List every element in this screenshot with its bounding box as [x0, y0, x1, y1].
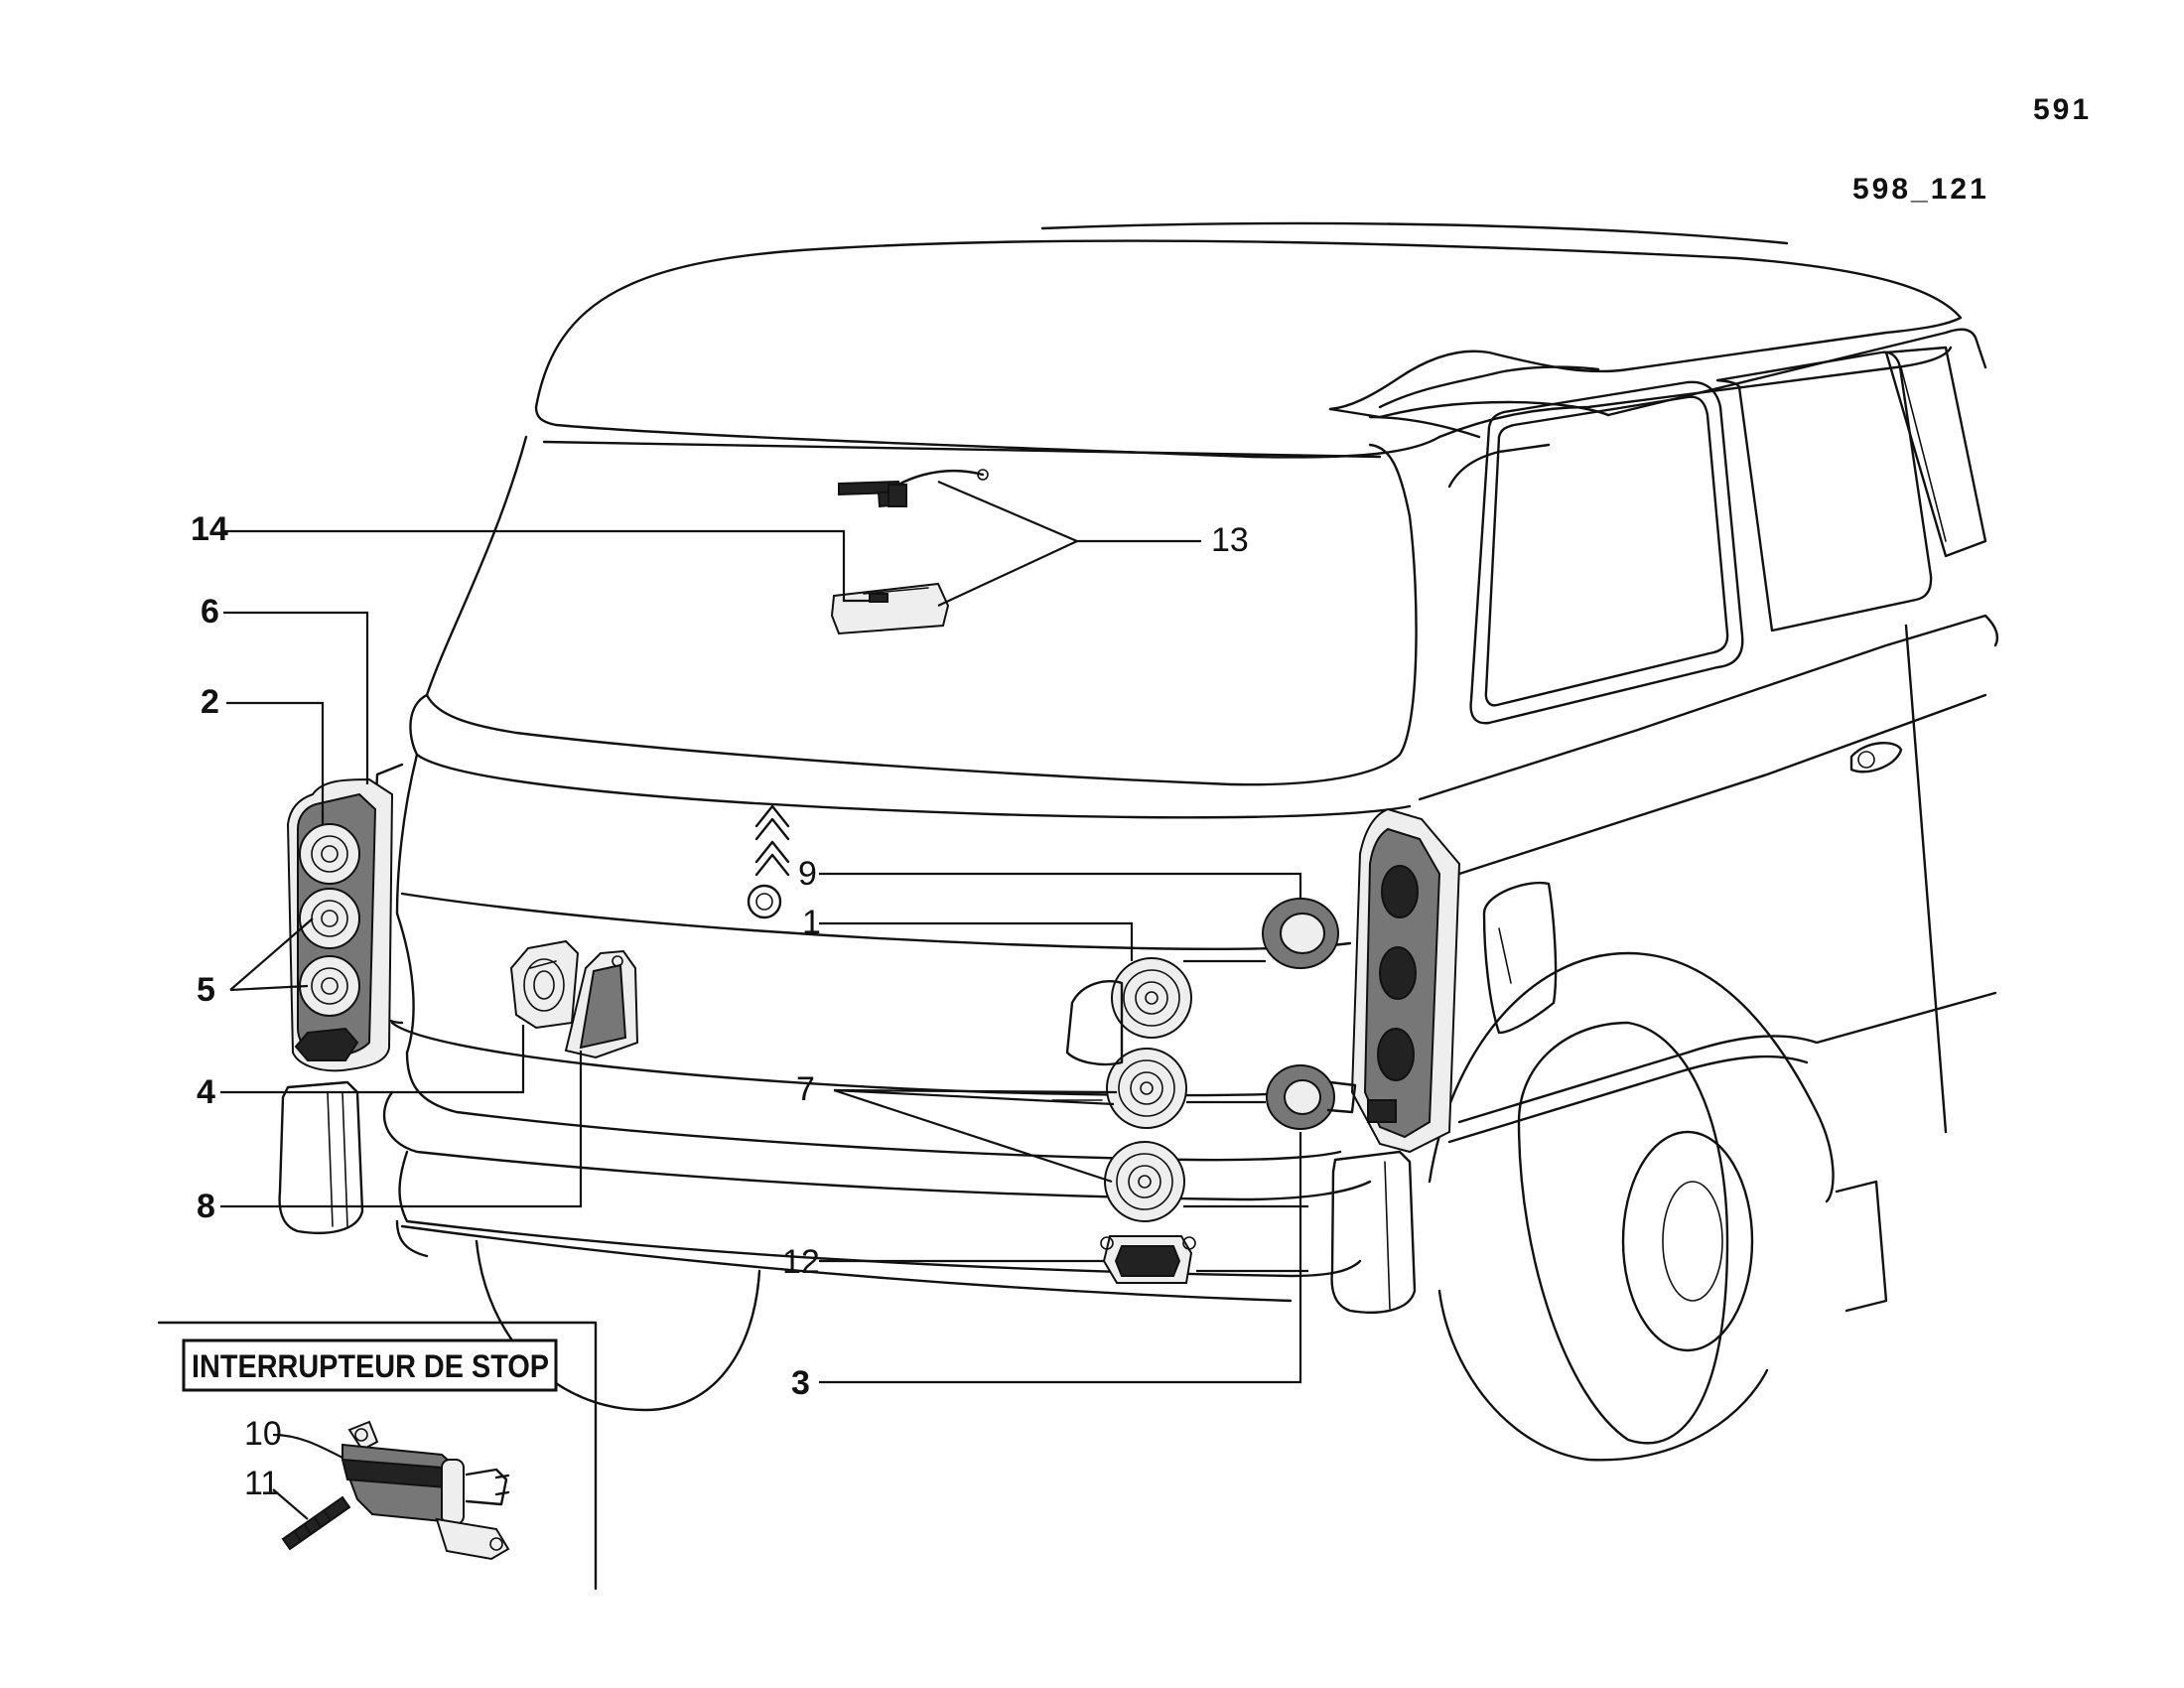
- callout-7: 7: [796, 1070, 815, 1108]
- inset-label-10: 10: [244, 1415, 282, 1453]
- number-plate-lamp: [509, 939, 580, 1030]
- callout-14: 14: [191, 510, 228, 548]
- leader-10: [272, 1433, 343, 1459]
- callout-12: 12: [782, 1243, 820, 1281]
- callout-2: 2: [201, 683, 219, 721]
- chevron-logo: [754, 804, 790, 877]
- reversing-lamp: [564, 949, 639, 1059]
- callout-1: 1: [802, 904, 821, 941]
- lamp-socket: [1266, 1064, 1357, 1130]
- leader-11: [272, 1488, 309, 1520]
- page-number: 591: [2033, 93, 2092, 126]
- indicator-lamp-bracket: [1065, 980, 1124, 1066]
- figure-reference: 598_121: [1852, 173, 1989, 206]
- inset-stop-switch: INTERRUPTEUR DE STOP 10 11: [157, 1321, 598, 1591]
- right-rear-light-cluster: [1350, 807, 1461, 1154]
- inset-title-frame: [182, 1338, 558, 1392]
- inset-title: INTERRUPTEUR DE STOP: [192, 1348, 549, 1384]
- stop-switch: [341, 1420, 510, 1561]
- leader-lines: [220, 480, 1308, 1384]
- callout-9: 9: [798, 855, 817, 893]
- boot-lock-emblem: [747, 884, 782, 919]
- left-rear-light-cluster: [286, 777, 394, 1072]
- inset-label-11: 11: [244, 1465, 279, 1502]
- indicator-lamp-lower: [1104, 1141, 1185, 1222]
- callout-4: 4: [197, 1073, 215, 1111]
- rear-reflector: [1100, 1235, 1196, 1284]
- stop-switch-screw: [281, 1495, 351, 1551]
- callout-3: 3: [791, 1364, 810, 1402]
- callout-6: 6: [201, 593, 219, 631]
- callout-8: 8: [197, 1188, 215, 1225]
- interior-lamp: [838, 469, 989, 508]
- indicator-lamp-upper: [1111, 957, 1192, 1039]
- gasket-ring: [1262, 898, 1339, 969]
- interior-lamp-lens: [830, 582, 950, 635]
- car-body-outline: [278, 221, 1999, 1462]
- indicator-lamp-middle: [1106, 1048, 1187, 1129]
- callout-13: 13: [1211, 521, 1249, 559]
- callout-5: 5: [197, 971, 215, 1009]
